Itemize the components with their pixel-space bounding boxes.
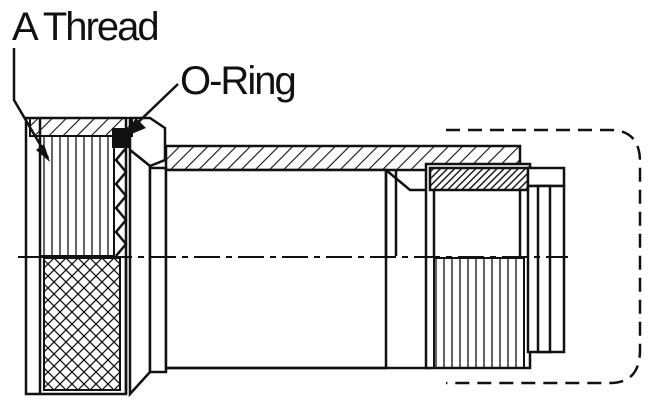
a-thread-label: A Thread: [12, 5, 158, 49]
dashed-envelope: [446, 128, 642, 385]
a-thread-leader: [12, 48, 50, 159]
shell-body: [128, 144, 522, 398]
a-thread-arrow-icon: [36, 144, 50, 162]
backshell: [424, 162, 566, 370]
o-ring-arrow-icon: [122, 118, 146, 138]
o-ring-label: O-Ring: [180, 59, 295, 103]
